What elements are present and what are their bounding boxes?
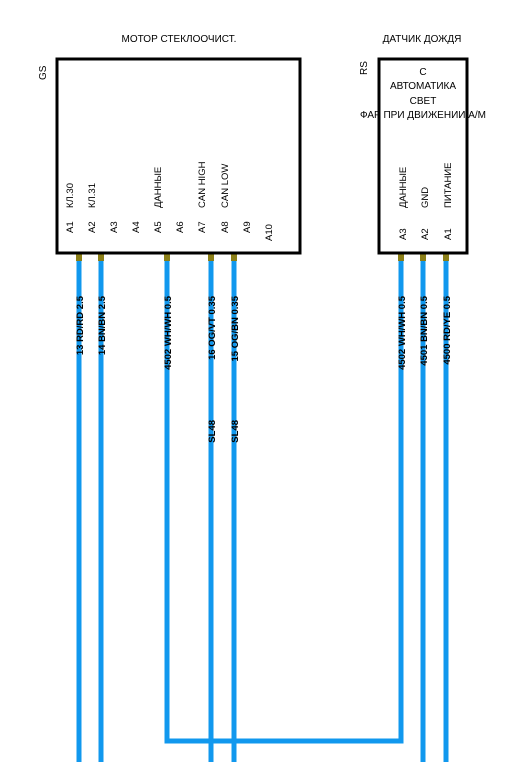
component-box[interactable]: [55, 57, 302, 255]
component-gs[interactable]: МОТОР СТЕКЛООЧИСТ. GS A1 A2 A3 A4 A5 A6 …: [38, 34, 302, 255]
pin-name: КЛ.30: [65, 183, 76, 208]
wire-group: [76, 258, 449, 762]
pin-number: A3: [398, 228, 409, 240]
component-box[interactable]: [377, 57, 469, 255]
pin-number: A7: [197, 221, 208, 233]
pin-number: A1: [443, 228, 454, 240]
component-title: ДАТЧИК ДОЖДЯ: [383, 34, 462, 45]
pin-stub: [420, 253, 426, 261]
pin-number: A8: [220, 221, 231, 233]
component-rs[interactable]: ДАТЧИК ДОЖДЯ RS С АВТОМАТИКА СВЕТ ФАР ПР…: [359, 34, 486, 255]
pin-number: A6: [175, 221, 186, 233]
splice-label-sl48: SL48: [207, 420, 218, 443]
component-code: RS: [359, 61, 370, 75]
wire-label-15: 15 OG/BN 0.35: [230, 295, 241, 361]
pin-stub: [443, 253, 449, 261]
pin-name: КЛ.31: [87, 183, 98, 208]
pin-name: GND: [420, 187, 431, 208]
wire-label-4500: 4500 RD/YE 0.5: [442, 295, 453, 364]
component-title: МОТОР СТЕКЛООЧИСТ.: [122, 34, 237, 45]
component-description-line: С: [419, 67, 426, 78]
pin-stub: [398, 253, 404, 261]
wire-label-4502-rs: 4502 WH/WH 0.5: [397, 295, 408, 370]
pin-stub: [76, 253, 82, 261]
pin-name: CAN LOW: [220, 164, 231, 208]
component-description-line: ФАР ПРИ ДВИЖЕНИИ А/М: [360, 110, 486, 121]
wire-label-14: 14 BN/BN 2.5: [97, 295, 108, 355]
component-description-line: СВЕТ: [410, 96, 437, 107]
pin-number: A2: [87, 221, 98, 233]
wire-labels: 13 RD/RD 2.5 14 BN/BN 2.5 4502 WH/WH 0.5…: [75, 295, 453, 442]
pin-number: A9: [242, 221, 253, 233]
wire-label-4502-gs: 4502 WH/WH 0.5: [163, 295, 174, 370]
pin-stub: [98, 253, 104, 261]
wire-4502-wh[interactable]: [164, 258, 404, 744]
pin-number: A5: [153, 221, 164, 233]
pin-name: ДАННЫЕ: [398, 167, 409, 208]
component-description-line: АВТОМАТИКА: [390, 81, 456, 92]
wire-label-4501: 4501 BN/BN 0.5: [419, 295, 430, 365]
pin-stub: [231, 253, 237, 261]
wire-label-16: 16 OG/VT 0.35: [207, 295, 218, 360]
pin-stub: [208, 253, 214, 261]
wire-label-13: 13 RD/RD 2.5: [75, 295, 86, 355]
pin-number: A4: [131, 221, 142, 233]
pin-number: A2: [420, 228, 431, 240]
pin-name: ПИТАНИЕ: [443, 162, 454, 208]
pin-stub: [164, 253, 170, 261]
pin-number: A10: [264, 224, 275, 241]
splice-label-sl48: SL48: [230, 420, 241, 443]
pin-number: A3: [109, 221, 120, 233]
pin-name: CAN HIGH: [197, 161, 208, 208]
pin-number: A1: [65, 221, 76, 233]
component-code: GS: [38, 65, 49, 80]
pin-stubs: [76, 253, 449, 261]
pin-name: ДАННЫЕ: [153, 167, 164, 208]
